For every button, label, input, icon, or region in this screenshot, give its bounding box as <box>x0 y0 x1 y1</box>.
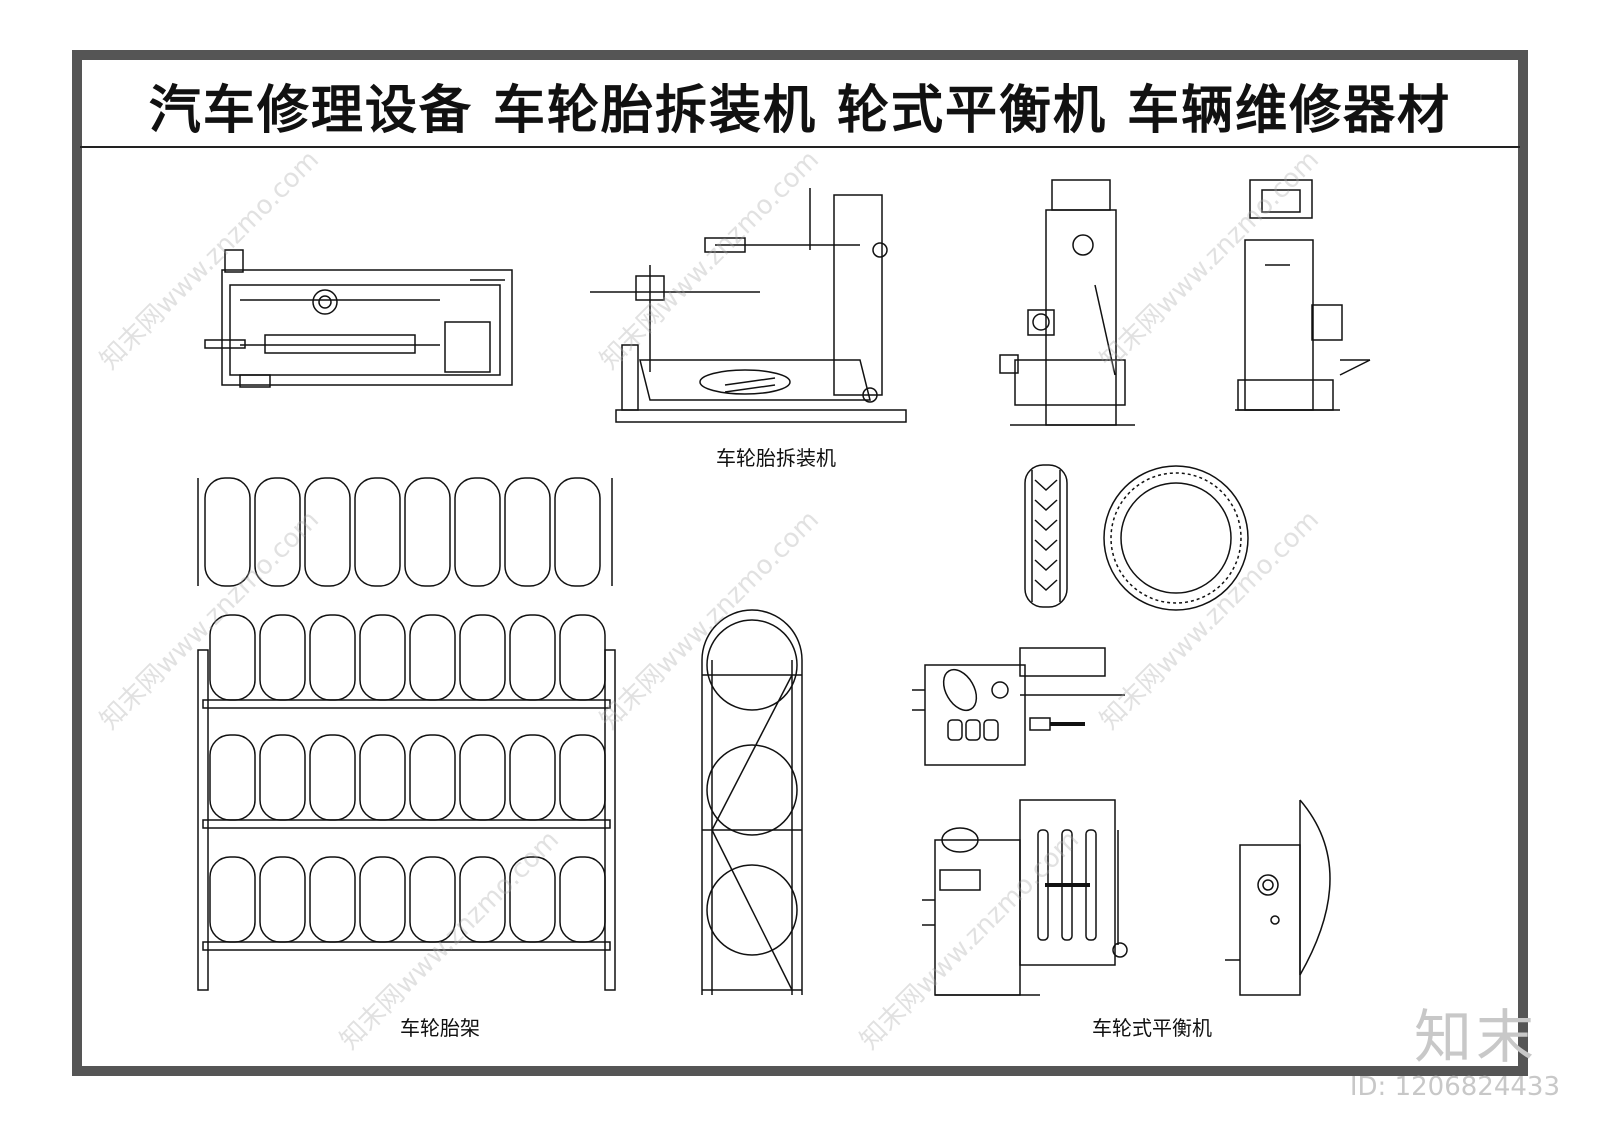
caption-tire-rack: 车轮胎架 <box>400 1016 480 1040</box>
tire-changer-rear-view <box>1235 179 1371 411</box>
tire-changer-top-view <box>204 249 513 388</box>
title-band: 汽车修理设备 车轮胎拆装机 轮式平衡机 车辆维修器材 <box>80 62 1520 148</box>
tire-rack-top-view <box>197 477 613 587</box>
page-title: 汽车修理设备 车轮胎拆装机 轮式平衡机 车辆维修器材 <box>148 81 1452 141</box>
tire-changer-side-view <box>590 188 907 423</box>
tire-face-view <box>1103 465 1249 611</box>
caption-wheel-balancer: 车轮式平衡机 <box>1092 1016 1212 1040</box>
tire-side-view <box>1024 464 1068 608</box>
wheel-balancer-side-view <box>1225 799 1331 996</box>
tire-changer-front-view <box>999 179 1135 426</box>
tire-rack-front-view <box>197 614 616 991</box>
brand-watermark: 知末 <box>1413 1003 1538 1071</box>
wheel-balancer-top-view <box>912 647 1125 766</box>
tire-rack-side-view <box>701 609 803 995</box>
caption-tire-changer: 车轮胎拆装机 <box>716 446 836 470</box>
wheel-balancer-front-view <box>922 799 1128 996</box>
image-id-label: ID: 1206824433 <box>1349 1072 1560 1102</box>
drawing-sheet-frame <box>72 50 1528 1076</box>
